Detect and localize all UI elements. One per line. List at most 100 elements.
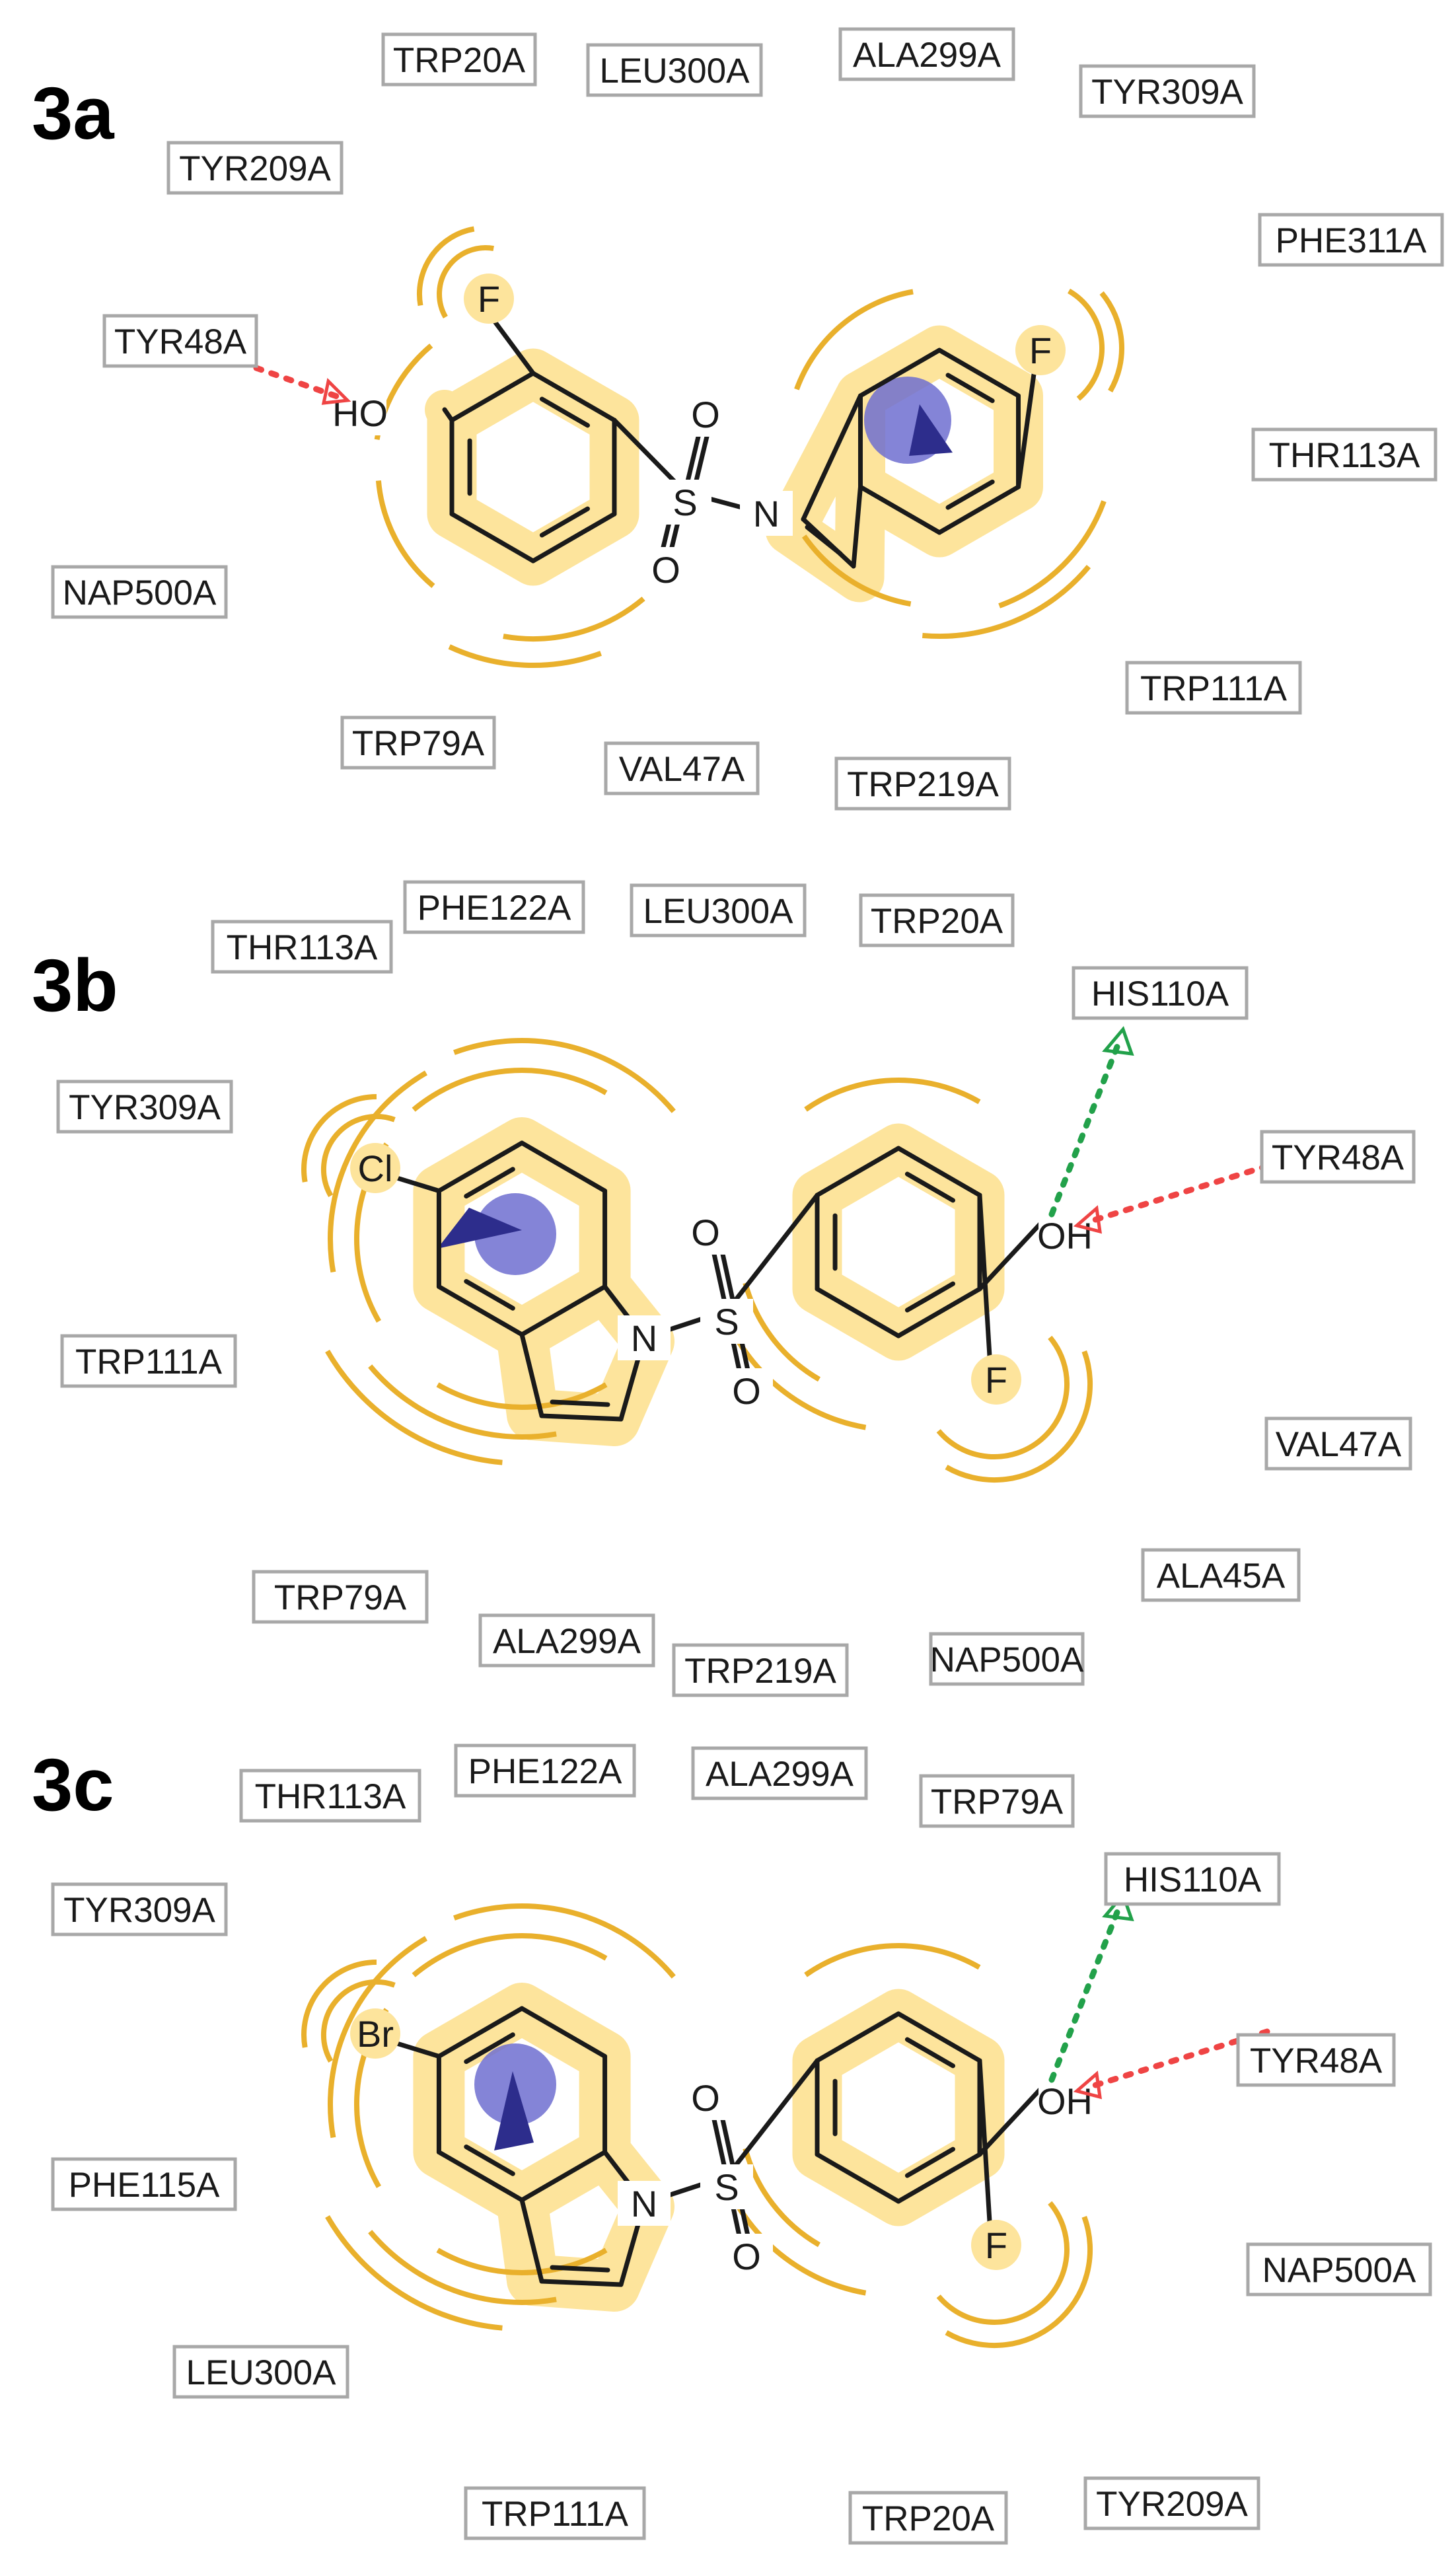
ring-bond (815, 1286, 901, 1339)
hydrogen-bond-donor (1048, 1907, 1121, 2083)
fluorine-atom-halo (971, 2220, 1021, 2270)
residue-label-trp219a: TRP219A (834, 756, 1011, 811)
residue-label-tyr48a: TYR48A (102, 314, 258, 368)
residue-label-leu300a: LEU300A (172, 2345, 349, 2399)
bond (442, 407, 455, 423)
oxygen-atom: O (651, 549, 680, 591)
hydrogen-bond-donor (1048, 1042, 1121, 1218)
residue-label-tyr48a: TYR48A (1260, 1130, 1416, 1184)
fluorine-atom: F (985, 2224, 1007, 2266)
residue-label-tyr309a: TYR309A (1079, 64, 1256, 118)
residue-name: TRP20A (862, 2499, 995, 2538)
residue-label-tyr209a: TYR209A (166, 141, 344, 195)
ligand-highlight (792, 1123, 1005, 1361)
ring-bond (857, 348, 942, 398)
residue-label-trp20a: TRP20A (381, 32, 537, 87)
oxygen-atom-mask (679, 392, 732, 437)
fluorine-atom: F (985, 1359, 1007, 1401)
oxygen-atom: O (732, 1370, 761, 1412)
residue-name: TRP79A (931, 1782, 1064, 1821)
ring-bond (449, 371, 536, 423)
residue-name: PHE122A (418, 889, 571, 928)
residue-name: TRP219A (847, 765, 999, 804)
residue-name: TRP79A (274, 1578, 407, 1617)
panel-label: 3a (32, 72, 114, 155)
residue-label-thr113a: THR113A (1251, 427, 1438, 482)
residue-box (51, 2157, 237, 2211)
fluorine-atom-halo (1015, 325, 1066, 375)
residue-label-thr113a: THR113A (211, 920, 393, 974)
residue-box (929, 1632, 1085, 1686)
residue-box (1246, 2242, 1432, 2296)
residue-box (672, 1643, 849, 1697)
residue-box (478, 1613, 655, 1668)
ligand-highlight (427, 348, 639, 586)
hydrophobic-contact-arc (801, 534, 912, 607)
residue-box (1083, 2476, 1260, 2530)
ligand-highlight (792, 1989, 1005, 2226)
hydrophobic-contact-arc (936, 1335, 1070, 1460)
ring-bond (519, 2150, 608, 2203)
oxygen-atom-mask (639, 547, 692, 592)
hydrophobic-contact-arc (453, 1903, 676, 1979)
sulfur-atom: S (714, 1301, 739, 1342)
residue-label-his110a: HIS110A (1104, 1852, 1281, 1906)
hydrophobic-contact-arc (436, 2248, 608, 2275)
residue-box (239, 1769, 421, 1823)
residue-name: THR113A (255, 1777, 406, 1816)
residue-name: TRP79A (352, 724, 485, 763)
residue-box (211, 920, 393, 974)
double-bond-inner (904, 2037, 955, 2069)
hbond-arrowhead (1073, 1205, 1103, 1234)
chlorine-atom-halo (350, 1143, 400, 1193)
residue-label-ala299a: ALA299A (838, 27, 1015, 81)
residue-box (838, 27, 1015, 81)
residue-box (403, 880, 585, 934)
residue-name: TYR48A (1272, 1138, 1404, 1177)
ring-bond (937, 348, 1021, 398)
bond (977, 2058, 994, 2246)
double-bond-inner (539, 396, 590, 428)
nitrogen-atom-mask (618, 1315, 671, 1360)
residue-box (1104, 1852, 1281, 1906)
residue-box (1260, 1130, 1416, 1184)
residue-name: TRP219A (684, 1652, 836, 1691)
residue-label-phe122a: PHE122A (403, 880, 585, 934)
ring-bond (539, 2279, 624, 2287)
oxygen-atom-mask (679, 2075, 732, 2120)
oxygen-atom-mask (720, 1368, 773, 1413)
residue-name: TYR48A (1250, 2041, 1383, 2080)
nitrogen-atom: N (753, 493, 780, 534)
sulfur-atom-mask (700, 1299, 753, 1344)
residue-box (1079, 64, 1256, 118)
residue-name: HIS110A (1124, 1860, 1262, 1899)
fluorine-atom-halo (464, 274, 514, 324)
ring-bond (436, 1140, 525, 1193)
double-bond-inner (464, 1167, 515, 1199)
residue-box (586, 43, 763, 97)
residue-label-tyr309a: TYR309A (56, 1080, 233, 1134)
oxygen-atom: O (691, 2077, 720, 2119)
hydrophobic-contact-arc (804, 1077, 981, 1112)
fluorine-atom-halo (971, 1354, 1021, 1405)
residue-name: ALA299A (493, 1622, 641, 1661)
fluorine-atom: F (478, 278, 500, 320)
ring-bond (436, 2006, 525, 2059)
residue-box (252, 1570, 429, 1624)
residue-box (630, 883, 807, 937)
ligand-highlight (765, 371, 885, 603)
hydrophobic-contact-arc (412, 1933, 608, 1977)
residue-name: TRP111A (1140, 669, 1288, 708)
residue-box (691, 1746, 868, 1800)
hydrophobic-contact-arc (936, 2201, 1070, 2326)
residue-name: TRP20A (393, 41, 526, 80)
nitrogen-atom: N (631, 2183, 657, 2224)
residue-name: PHE115A (69, 2166, 220, 2205)
residue-box (56, 1080, 233, 1134)
hydrogen-bond-acceptor (253, 365, 340, 400)
double-bond-inner (550, 1399, 610, 1407)
hydrophobic-contact-arc (1099, 291, 1125, 392)
bond (977, 1221, 1043, 1292)
residue-name: TYR209A (1096, 2485, 1248, 2524)
